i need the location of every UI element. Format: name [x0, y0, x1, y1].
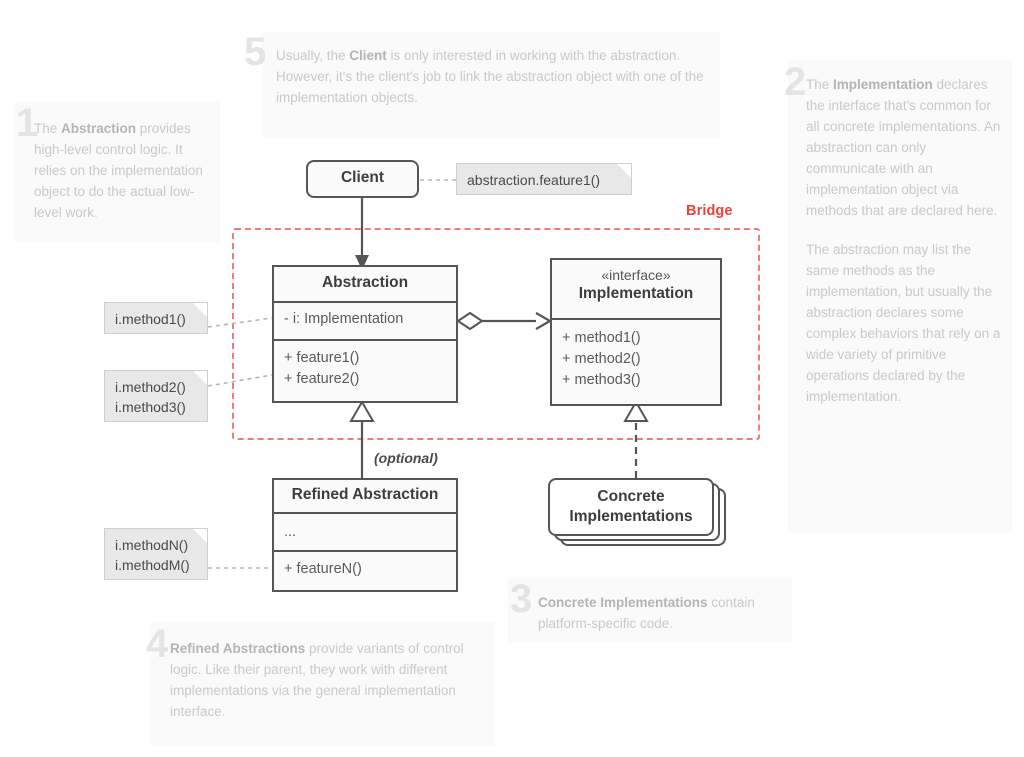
class-abstraction-title: Abstraction [274, 267, 456, 303]
class-abstraction-methods: + feature1() + feature2() [274, 341, 456, 401]
annotation-4-text: Refined Abstractions provide variants of… [170, 638, 478, 722]
annotation-2-paragraph-2: The abstraction may list the same method… [806, 242, 1001, 404]
annotation-3-number: 3 [510, 577, 532, 621]
note-fold-icon [193, 303, 207, 317]
stereotype-interface: «interface» [601, 267, 671, 283]
annotation-1-bold: Abstraction [61, 121, 137, 136]
annotation-5-text: Usually, the Client is only interested i… [276, 45, 708, 108]
annotation-5-after: is only interested in working with the a… [276, 48, 704, 105]
note-fold-icon [193, 371, 207, 385]
note-method2-text: i.method2() [115, 379, 186, 395]
annotation-5-before: Usually, the [276, 48, 350, 63]
method-method3: + method3() [562, 372, 641, 388]
class-client[interactable]: Client [306, 160, 419, 198]
annotation-2-after: declares the interface that's common for… [806, 77, 1001, 218]
annotation-4-bold: Refined Abstractions [170, 641, 306, 656]
annotation-4-number: 4 [146, 622, 168, 666]
note-methodN-text: i.methodN() [115, 537, 189, 553]
annotation-2-number: 2 [784, 60, 806, 104]
method-feature1: + feature1() [284, 350, 360, 366]
class-refined-abstraction-methods: + featureN() [274, 552, 456, 592]
annotation-2-text: The Implementation declares the interfac… [806, 74, 1004, 407]
note-method1: i.method1() [104, 302, 208, 334]
class-implementation-title: Implementation [578, 285, 694, 302]
annotation-5-bold: Client [349, 48, 387, 63]
annotation-2: 2 The Implementation declares the interf… [784, 60, 1012, 533]
label-optional: (optional) [374, 450, 438, 466]
annotation-1-after: provides high-level control logic. It re… [34, 121, 203, 220]
bridge-scope-label: Bridge [686, 203, 733, 219]
class-abstraction-fields: - i: Implementation [274, 303, 456, 341]
annotation-2-bold: Implementation [833, 77, 933, 92]
annotation-3-after: contain platform-specific code. [538, 595, 755, 631]
annotation-3-bold: Concrete Implementations [538, 595, 708, 610]
note-method3-text: i.method3() [115, 399, 186, 415]
class-concrete-implementations[interactable]: Concrete Implementations [548, 478, 714, 536]
annotation-1-before: The [34, 121, 62, 136]
concrete-title-line-2: Implementations [569, 508, 693, 525]
method-featureN: + featureN() [284, 561, 362, 577]
note-method2-method3: i.method2() i.method3() [104, 370, 208, 422]
note-method1-text: i.method1() [115, 311, 186, 327]
annotation-1-text: The Abstraction provides high-level cont… [34, 118, 212, 223]
annotation-5-number: 5 [244, 30, 266, 74]
note-fold-icon [193, 529, 207, 543]
concrete-title-line-1: Concrete [597, 488, 665, 505]
class-abstraction[interactable]: Abstraction - i: Implementation + featur… [272, 265, 458, 403]
annotation-3: 3 Concrete Implementations contain platf… [508, 578, 792, 642]
class-implementation[interactable]: «interface» Implementation + method1() +… [550, 258, 722, 406]
bridge-scope-frame [232, 228, 760, 440]
note-client-call-text: abstraction.feature1() [467, 172, 601, 188]
field-ellipsis: ... [284, 524, 297, 540]
annotation-5: 5 Usually, the Client is only interested… [244, 32, 720, 138]
method-feature2: + feature2() [284, 371, 360, 387]
note-fold-icon [617, 164, 631, 178]
annotation-2-before: The [806, 77, 834, 92]
note-methodM-text: i.methodM() [115, 557, 190, 573]
method-method1: + method1() [562, 330, 641, 346]
annotation-3-text: Concrete Implementations contain platfor… [538, 592, 784, 634]
note-methodN-methodM: i.methodN() i.methodM() [104, 528, 208, 580]
annotation-1: 1 The Abstraction provides high-level co… [14, 102, 220, 242]
class-implementation-methods: + method1() + method2() + method3() [552, 320, 720, 404]
class-concrete-implementations-title: Concrete Implementations [550, 480, 712, 533]
class-refined-abstraction-fields: ... [274, 514, 456, 552]
method-method2: + method2() [562, 351, 641, 367]
class-refined-abstraction-title: Refined Abstraction [274, 480, 456, 514]
annotation-4-after: provide variants of control logic. Like … [170, 641, 464, 719]
note-client-call: abstraction.feature1() [456, 163, 632, 195]
class-refined-abstraction[interactable]: Refined Abstraction ... + featureN() [272, 478, 458, 592]
annotation-1-number: 1 [16, 101, 38, 145]
annotation-4: 4 Refined Abstractions provide variants … [146, 622, 494, 746]
field-i-implementation: - i: Implementation [284, 311, 404, 327]
class-client-title: Client [340, 169, 385, 186]
class-implementation-header: «interface» Implementation [552, 260, 720, 320]
